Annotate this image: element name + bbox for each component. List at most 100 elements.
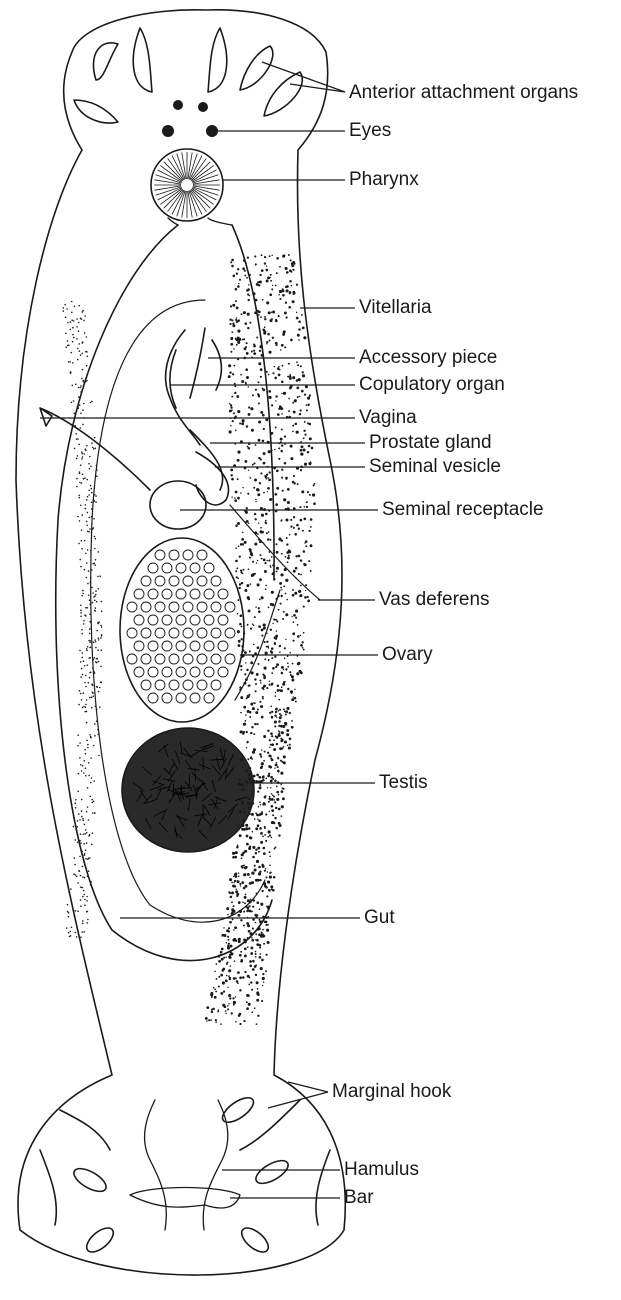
- vitellaria-dot: [222, 968, 225, 971]
- vitellaria-dot: [284, 647, 286, 649]
- vitellaria-dot: [229, 921, 232, 924]
- gut-dot: [83, 890, 85, 892]
- vitellaria-dot: [305, 545, 307, 547]
- gut-dot: [98, 637, 100, 639]
- vitellaria-dot: [303, 563, 305, 565]
- vitellaria-dot: [254, 616, 256, 618]
- vitellaria-dot: [247, 873, 250, 876]
- vitellaria-dot: [240, 951, 242, 953]
- vitellaria-dot: [260, 812, 263, 815]
- vitellaria-dot: [289, 671, 291, 673]
- ovary-cell: [169, 680, 179, 690]
- vitellaria-dot: [278, 609, 280, 611]
- vitellaria-dot: [228, 994, 231, 997]
- vitellaria-dot: [249, 557, 251, 559]
- vitellaria-dot: [227, 1008, 229, 1010]
- vitellaria-dot: [301, 390, 304, 393]
- gut-dot: [82, 514, 84, 516]
- gut-dot: [76, 458, 78, 460]
- vitellaria-dot: [265, 520, 267, 522]
- vitellaria-dot: [255, 299, 258, 302]
- vitellaria-dot: [293, 475, 295, 477]
- gut-dot: [89, 657, 91, 659]
- gut-dot: [91, 587, 93, 589]
- vitellaria-dot: [241, 881, 244, 884]
- vitellaria-dot: [245, 827, 248, 830]
- vitellaria-dot: [243, 682, 246, 685]
- vitellaria-dot: [222, 1004, 225, 1007]
- label-copulatory-organ: Copulatory organ: [359, 374, 505, 396]
- vitellaria-dot: [247, 924, 250, 927]
- gut-dot: [80, 385, 82, 387]
- vitellaria-dot: [286, 289, 289, 292]
- vitellaria-dot: [237, 459, 240, 462]
- vitellaria-dot: [216, 963, 218, 965]
- vitellaria-dot: [261, 749, 262, 750]
- gut-dot: [84, 904, 86, 906]
- vitellaria-dot: [248, 984, 250, 986]
- vitellaria-dot: [247, 695, 250, 698]
- vitellaria-dot: [246, 835, 249, 838]
- vitellaria-dot: [290, 525, 292, 527]
- vitellaria-dot: [276, 798, 279, 801]
- gut-dot: [98, 621, 100, 623]
- gut-dot: [101, 610, 103, 612]
- gut-dot: [91, 508, 93, 510]
- vitellaria-dot: [270, 274, 272, 276]
- vitellaria-dot: [246, 910, 248, 912]
- vitellaria-dot: [265, 588, 267, 590]
- label-testis: Testis: [379, 772, 428, 794]
- gut-dot: [78, 322, 80, 324]
- vitellaria-dot: [243, 632, 245, 634]
- gut-dot: [90, 796, 92, 798]
- gut-dot: [82, 674, 84, 676]
- gut-dot: [82, 424, 84, 426]
- vitellaria-dot: [283, 585, 285, 587]
- vitellaria-dot: [291, 285, 293, 287]
- vitellaria-dot: [275, 342, 278, 345]
- gut-dot: [80, 566, 82, 568]
- vitellaria-dot: [285, 302, 287, 304]
- vitellaria-dot: [235, 300, 237, 302]
- ovary-cell: [134, 641, 144, 651]
- gut-dot: [79, 856, 81, 858]
- hook-sclerite-2: [252, 1156, 291, 1188]
- gut-dot: [77, 842, 79, 844]
- vitellaria-dot: [262, 865, 265, 868]
- vitellaria-dot: [246, 289, 249, 292]
- vitellaria-dot: [285, 579, 288, 582]
- gut-dot: [71, 927, 73, 929]
- vitellaria-dot: [254, 818, 256, 820]
- ovary-cell: [155, 576, 165, 586]
- vitellaria-dot: [226, 907, 229, 910]
- vitellaria-dot: [267, 491, 268, 492]
- vitellaria-dot: [263, 492, 265, 494]
- vitellaria-dot: [248, 299, 250, 301]
- vitellaria-dot: [248, 773, 251, 776]
- vitellaria-dot: [278, 374, 281, 377]
- vitellaria-dot: [211, 1009, 213, 1011]
- gut-dot: [101, 650, 103, 652]
- vitellaria-dot: [255, 951, 257, 953]
- vitellaria-dot: [248, 284, 250, 286]
- vitellaria-dot: [218, 976, 220, 978]
- gut-dot: [80, 899, 82, 901]
- gut-dot: [86, 499, 88, 501]
- vitellaria-dot: [256, 879, 259, 882]
- vitellaria-dot: [302, 530, 304, 532]
- vitellaria-dot: [228, 956, 230, 958]
- vitellaria-dot: [290, 519, 292, 521]
- vitellaria-dot: [267, 871, 269, 873]
- vitellaria-dot: [270, 732, 273, 735]
- vitellaria-dot: [241, 857, 243, 859]
- gut-dot: [101, 626, 103, 628]
- vitellaria-dot: [250, 898, 252, 900]
- vitellaria-dot: [245, 322, 248, 325]
- vitellaria-dot: [264, 256, 266, 258]
- vitellaria-dot: [241, 866, 244, 869]
- vitellaria-dot: [243, 569, 245, 571]
- vitellaria-dot: [285, 518, 288, 521]
- vitellaria-dot: [245, 720, 247, 722]
- vitellaria-dot: [294, 533, 297, 536]
